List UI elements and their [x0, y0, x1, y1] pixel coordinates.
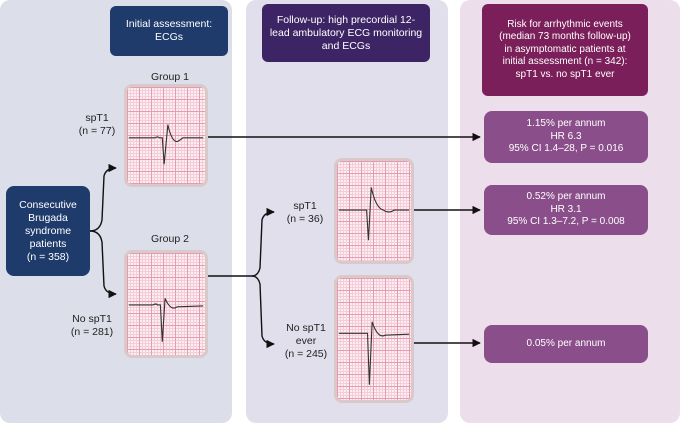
result2-ci: 95% CI 1.3–7.2, P = 0.008	[507, 216, 625, 228]
start-line-2: Brugada	[28, 211, 68, 224]
result2-hr: HR 3.1	[550, 203, 582, 215]
group1-n: (n = 77)	[78, 125, 116, 137]
result1-ci: 95% CI 1.4–28, P = 0.016	[508, 143, 624, 155]
risk-line-5: spT1 vs. no spT1 ever	[515, 68, 615, 80]
risk-line-3: in asymptomatic patients at	[504, 43, 626, 55]
result-box-nospt1: 0.05% per annum	[484, 325, 648, 363]
start-line-3: syndrome	[24, 224, 72, 237]
result3-rate: 0.05% per annum	[526, 337, 606, 349]
start-n: (n = 358)	[26, 250, 70, 263]
result1-hr: HR 6.3	[550, 130, 582, 142]
followup-spt1-label: spT1 (n = 36)	[280, 200, 330, 226]
start-bracket-lower	[89, 230, 117, 299]
group2-label-text: No spT1	[72, 313, 112, 325]
group1-title: Group 1	[151, 71, 189, 83]
header-initial-assessment: Initial assessment: ECGs	[110, 6, 228, 56]
followup-spt1-n: (n = 36)	[286, 213, 324, 225]
group1-label-text: spT1	[85, 112, 109, 124]
result-box-spt1-group1: 1.15% per annum HR 6.3 95% CI 1.4–28, P …	[484, 111, 648, 163]
risk-line-1: Risk for arrhythmic events	[507, 18, 623, 30]
ecg-strip-icon	[334, 275, 414, 403]
ecg-strip-icon	[124, 84, 208, 187]
risk-line-2: (median 73 months follow-up)	[499, 31, 631, 43]
group2-label: No spT1 (n = 281)	[64, 313, 120, 339]
start-bracket	[89, 163, 117, 232]
ecg-strip-icon	[334, 158, 414, 264]
start-line-1: Consecutive	[19, 198, 77, 211]
group2-title: Group 2	[151, 233, 189, 245]
followup-spt1-text: spT1	[293, 200, 317, 212]
result-box-spt1-followup: 0.52% per annum HR 3.1 95% CI 1.3–7.2, P…	[484, 185, 648, 235]
ecg-strip-icon	[124, 250, 208, 358]
followup-nospt1-n: (n = 245)	[284, 348, 328, 360]
header-initial-text: Initial assessment: ECGs	[125, 18, 213, 43]
header-follow-up-text: Follow-up: high precordial 12-lead ambul…	[269, 13, 423, 52]
group2-n: (n = 281)	[70, 326, 114, 338]
group1-label: spT1 (n = 77)	[72, 112, 122, 138]
header-risk: Risk for arrhythmic events (median 73 mo…	[482, 4, 648, 96]
followup-nospt1-label: No spT1 ever (n = 245)	[278, 322, 334, 361]
start-box-patients: Consecutive Brugada syndrome patients (n…	[6, 186, 90, 276]
followup-bracket-lower	[251, 275, 275, 349]
result2-rate: 0.52% per annum	[526, 191, 606, 203]
followup-nospt1-ever: ever	[295, 335, 317, 347]
followup-bracket-upper	[251, 207, 275, 277]
risk-line-4: initial assessment (n = 342):	[502, 56, 628, 68]
followup-nospt1-text: No spT1	[286, 322, 326, 334]
result1-rate: 1.15% per annum	[526, 118, 606, 130]
header-follow-up: Follow-up: high precordial 12-lead ambul…	[262, 4, 430, 62]
start-line-4: patients	[29, 237, 67, 250]
